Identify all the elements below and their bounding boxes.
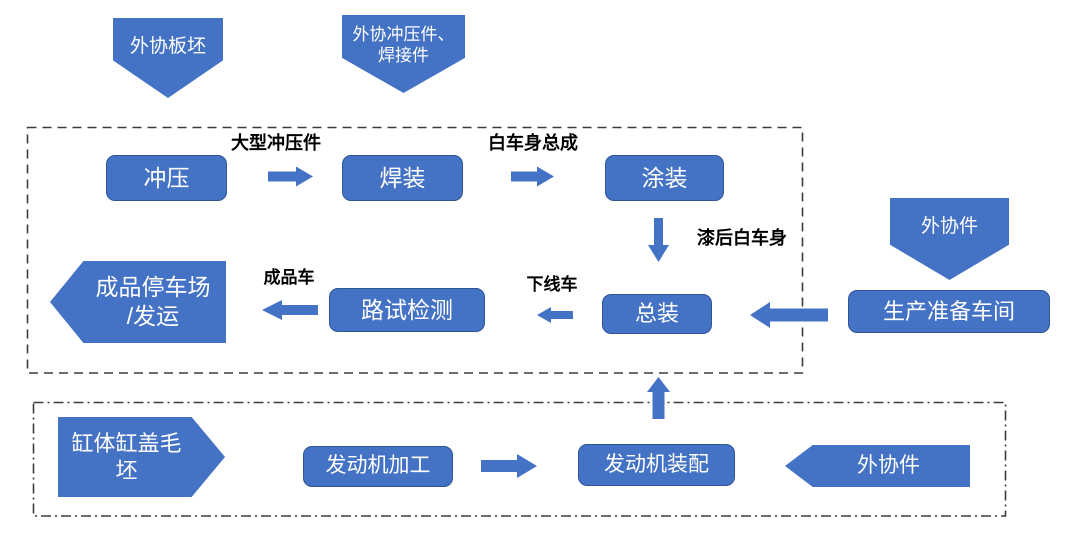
painting-label: 涂装	[641, 164, 688, 191]
label-finished-car: 成品车	[263, 268, 315, 287]
engine-assembly-label: 发动机装配	[604, 452, 709, 476]
stamping-label: 冲压	[143, 164, 190, 191]
arrow-road-test-to-parking	[262, 300, 318, 320]
label-offline-car: 下线车	[526, 275, 578, 294]
input-cylinder-blank-label: 缸体缸盖毛 坯	[71, 430, 182, 484]
label-large-stampings: 大型冲压件	[231, 133, 321, 153]
road-test-label: 路试检测	[361, 296, 453, 323]
engine-machining-box: 发动机加工	[303, 446, 453, 487]
finished-parking-label: 成品停车场 /发运	[95, 274, 211, 329]
final-assembly-box: 总装	[602, 294, 712, 334]
painting-box: 涂装	[605, 155, 724, 201]
input-outsourced-parts-engine-pentagon: 外协件	[785, 445, 970, 487]
label-biw-assembly: 白车身总成	[488, 133, 578, 153]
input-slab-label: 外协板坯	[129, 36, 206, 58]
input-outsourced-parts-label: 外协件	[920, 216, 978, 238]
welding-label: 焊装	[379, 164, 426, 191]
input-outsourced-parts-engine-label: 外协件	[857, 453, 920, 477]
road-test-box: 路试检测	[329, 288, 485, 332]
arrow-engine-assembly-to-final-assembly	[647, 377, 670, 419]
arrow-prep-workshop-to-final-assembly	[750, 302, 828, 328]
arrow-stamping-to-welding	[268, 166, 313, 187]
engine-plant-boundary	[32, 401, 1007, 517]
prep-workshop-box: 生产准备车间	[848, 290, 1050, 333]
stamping-box: 冲压	[106, 155, 227, 201]
input-cylinder-blank-pentagon: 缸体缸盖毛 坯	[58, 417, 225, 497]
finished-parking-pentagon: 成品停车场 /发运	[50, 261, 226, 343]
engine-machining-label: 发动机加工	[325, 454, 431, 478]
label-painted-biw: 漆后白车身	[697, 228, 787, 248]
arrow-painting-to-final-assembly	[648, 218, 669, 262]
input-stamping-welding-label: 外协冲压件、 焊接件	[352, 24, 455, 65]
arrow-final-assembly-to-road-test	[537, 307, 573, 323]
welding-box: 焊装	[342, 155, 463, 201]
prep-workshop-label: 生产准备车间	[882, 298, 1015, 324]
final-assembly-label: 总装	[634, 301, 679, 327]
arrow-engine-machining-to-engine-assembly	[481, 454, 537, 478]
arrow-welding-to-painting	[511, 166, 554, 187]
engine-assembly-box: 发动机装配	[578, 444, 735, 486]
